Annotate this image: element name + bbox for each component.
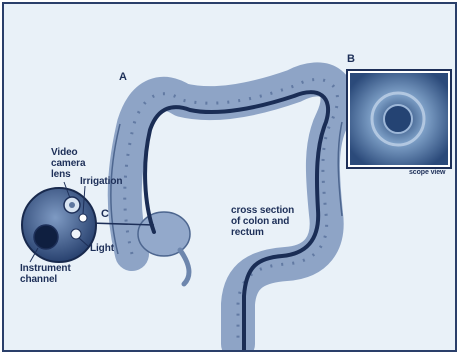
label-a: A [119,72,127,83]
label-c: C [101,209,109,220]
light-source [71,229,81,239]
label-instrument-channel: Instrument channel [20,263,71,285]
label-light: Light [90,243,114,254]
colon [111,79,342,344]
scope-view-inset [347,70,451,168]
diagram-frame: A B C Video camera lens Irrigation Light… [2,2,457,352]
label-b: B [347,54,355,65]
label-irrigation: Irrigation [80,176,122,187]
irrigation-port [79,214,87,222]
label-scope-view: scope view [409,169,445,177]
instrument-channel-opening [34,225,58,249]
label-cross-section: cross section of colon and rectum [231,205,294,238]
